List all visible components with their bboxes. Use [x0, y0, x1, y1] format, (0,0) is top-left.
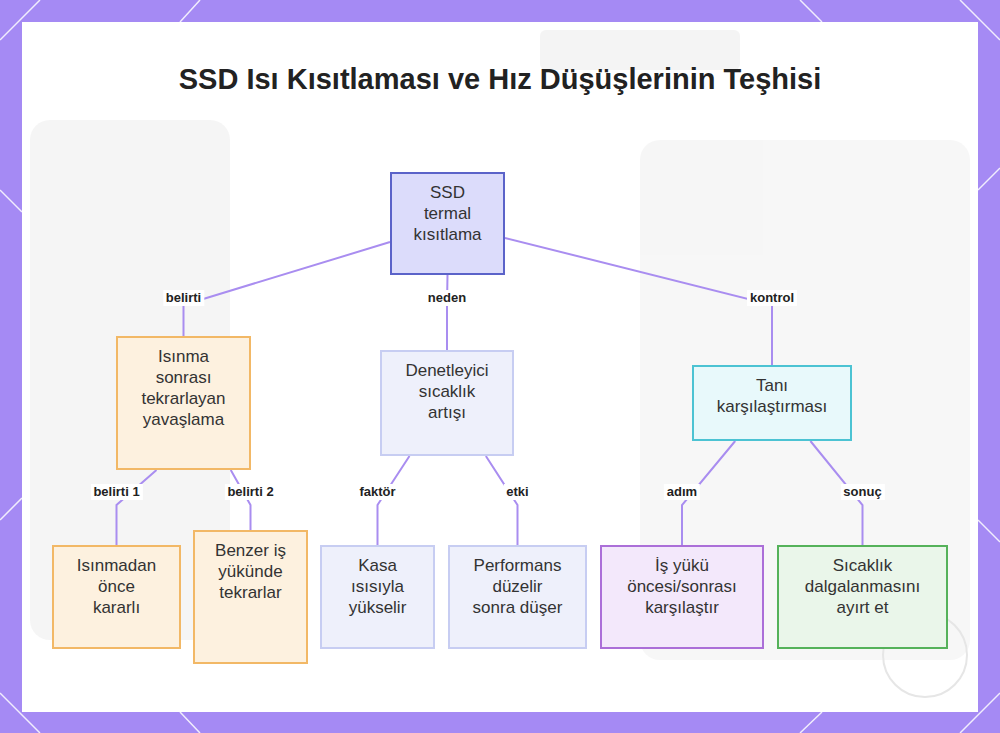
- concept-box: Isınma sonrası tekrarlayan yavaşlama: [116, 336, 251, 470]
- node-text: Performans düzelir sonra düşer: [472, 555, 563, 618]
- concept-box: Sıcaklık dalgalanmasını ayırt et: [777, 545, 948, 649]
- diagram-title: SSD Isı Kısıtlaması ve Hız Düşüşlerinin …: [150, 63, 850, 96]
- edge-label: kontrol: [747, 290, 797, 306]
- connector-line: [486, 456, 518, 545]
- node-text: Denetleyici sıcaklık artışı: [400, 360, 494, 423]
- blurred-photo: [30, 30, 970, 660]
- edge-label: belirti 1: [90, 484, 142, 500]
- edge-label: etki: [503, 484, 531, 500]
- node-text: Tanı karşılaştırması: [714, 375, 830, 417]
- node-text: Isınmadan önce kararlı: [76, 555, 157, 618]
- concept-box: Isınmadan önce kararlı: [52, 545, 181, 649]
- edge-label: sonuç: [840, 484, 884, 500]
- node-text: Benzer iş yükünde tekrarlar: [205, 540, 296, 603]
- node-text: Isınma sonrası tekrarlayan yavaşlama: [134, 346, 233, 430]
- concept-box: Tanı karşılaştırması: [692, 365, 852, 441]
- edge-label: belirti: [163, 290, 204, 306]
- edge-label: faktör: [356, 484, 398, 500]
- edge-label: adım: [664, 484, 700, 500]
- connector-line: [505, 238, 772, 365]
- connector-line: [446, 275, 449, 350]
- concept-box: Kasa ısısıyla yükselir: [320, 545, 435, 649]
- connector-line: [117, 470, 157, 545]
- concept-box: Benzer iş yükünde tekrarlar: [193, 530, 308, 664]
- connector-line: [378, 456, 410, 545]
- edge-label: belirti 2: [224, 484, 276, 500]
- connector-line: [184, 242, 391, 336]
- node-text: Sıcaklık dalgalanmasını ayırt et: [799, 555, 926, 618]
- concept-box: Performans düzelir sonra düşer: [448, 545, 587, 649]
- node-text: Kasa ısısıyla yükselir: [336, 555, 419, 618]
- node-text: İş yükü öncesi/sonrası karşılaştır: [622, 555, 742, 618]
- node-text: SSD termal kısıtlama: [408, 182, 487, 245]
- inner-panel: [22, 22, 978, 712]
- concept-box: Denetleyici sıcaklık artışı: [380, 350, 514, 456]
- concept-box: SSD termal kısıtlama: [390, 172, 505, 275]
- connector-line: [231, 470, 251, 530]
- concept-box: İş yükü öncesi/sonrası karşılaştır: [600, 545, 764, 649]
- edge-label: neden: [425, 290, 469, 306]
